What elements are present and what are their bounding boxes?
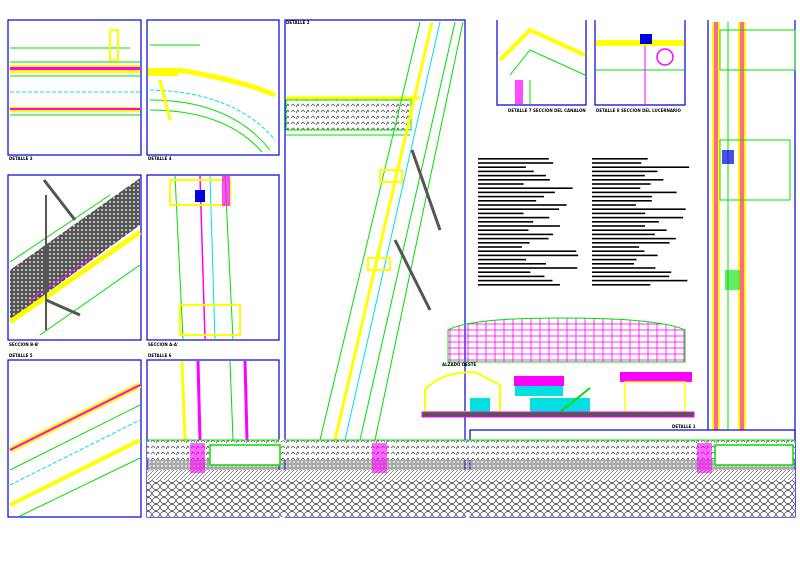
panel-detalle-2: DETALLE 2 <box>284 19 466 518</box>
note-line <box>478 258 527 261</box>
note-line <box>592 204 636 206</box>
note-line <box>478 263 546 265</box>
note-line <box>592 242 670 244</box>
panel-detalle-8: DETALLE 8 SECCION DEL LUCERNARIO <box>594 20 686 113</box>
note-line <box>592 162 642 164</box>
note-line <box>478 204 567 206</box>
note-line <box>592 208 686 210</box>
note-line <box>592 258 637 261</box>
panel-title: DETALLE 6 <box>148 353 172 358</box>
panel-title: DETALLE 3 <box>9 156 33 161</box>
note-line <box>592 279 688 282</box>
note-line <box>478 225 560 227</box>
panel-seccion-aa: SECCION A-A' <box>146 174 280 347</box>
note-line <box>592 200 652 202</box>
note-line <box>592 212 646 215</box>
panel-title: DETALLE 4 <box>148 156 172 161</box>
notes-text-block <box>478 158 690 286</box>
note-line <box>592 254 658 257</box>
panel-title: DETALLE 7 SECCION DEL CANALON <box>508 108 586 113</box>
note-line <box>592 216 684 219</box>
panel-seccion-bb: SECCION B-B' <box>7 174 142 347</box>
ground-layers <box>147 439 795 517</box>
note-line <box>592 191 677 194</box>
elevation-title: ALZADO OESTE <box>442 362 476 367</box>
note-line <box>478 221 534 223</box>
panel-detalle-1: DETALLE 1 <box>672 20 796 517</box>
note-line <box>592 158 648 160</box>
note-line <box>478 179 550 181</box>
note-line <box>592 271 672 273</box>
note-line <box>592 263 635 265</box>
note-line <box>478 212 524 215</box>
panel-title: SECCION B-B' <box>9 342 39 347</box>
note-line <box>478 200 537 202</box>
note-line <box>478 284 560 286</box>
panel-detalle-6: DETALLE 6 <box>146 353 280 518</box>
panel-title: DETALLE 5 <box>9 353 33 358</box>
note-line <box>592 250 645 252</box>
note-line <box>592 166 690 168</box>
note-line <box>592 229 667 231</box>
panel-title: SECCION A-A' <box>148 342 178 347</box>
note-line <box>478 250 577 252</box>
note-line <box>478 279 553 282</box>
note-line <box>478 275 545 278</box>
note-line <box>592 183 651 185</box>
note-line <box>478 195 544 198</box>
note-line <box>478 254 579 257</box>
note-line <box>592 221 659 223</box>
note-line <box>478 170 534 173</box>
note-line <box>592 246 640 248</box>
note-line <box>592 174 645 177</box>
note-line <box>478 216 550 219</box>
note-line <box>478 246 522 248</box>
note-line <box>478 229 529 231</box>
note-line <box>592 237 676 240</box>
note-line <box>478 166 526 168</box>
panel-title: DETALLE 1 <box>672 424 696 429</box>
note-line <box>478 233 554 236</box>
panel-detalle-3: DETALLE 3 <box>7 19 142 161</box>
note-line <box>592 267 656 269</box>
note-line <box>592 195 652 198</box>
panel-detalle-7: DETALLE 7 SECCION DEL CANALON <box>496 20 587 113</box>
note-line <box>478 271 531 273</box>
note-line <box>592 284 651 286</box>
note-line <box>478 187 573 189</box>
note-line <box>478 242 530 244</box>
note-line <box>592 275 670 278</box>
panel-title: DETALLE 2 <box>286 20 310 25</box>
note-line <box>478 267 578 269</box>
note-line <box>592 187 641 189</box>
elevation-drawing: ALZADO OESTE <box>421 317 695 418</box>
panel-detalle-5: DETALLE 5 <box>7 353 142 518</box>
note-line <box>592 170 658 173</box>
note-line <box>478 162 554 164</box>
note-line <box>478 174 546 177</box>
note-line <box>478 158 549 160</box>
note-line <box>592 179 664 181</box>
note-line <box>592 225 646 227</box>
note-line <box>478 191 555 194</box>
note-line <box>478 237 549 240</box>
note-line <box>592 233 655 236</box>
note-line <box>478 208 560 210</box>
panel-title: DETALLE 8 SECCION DEL LUCERNARIO <box>596 108 681 113</box>
panel-detalle-4: DETALLE 4 <box>146 19 280 161</box>
note-line <box>478 183 524 185</box>
